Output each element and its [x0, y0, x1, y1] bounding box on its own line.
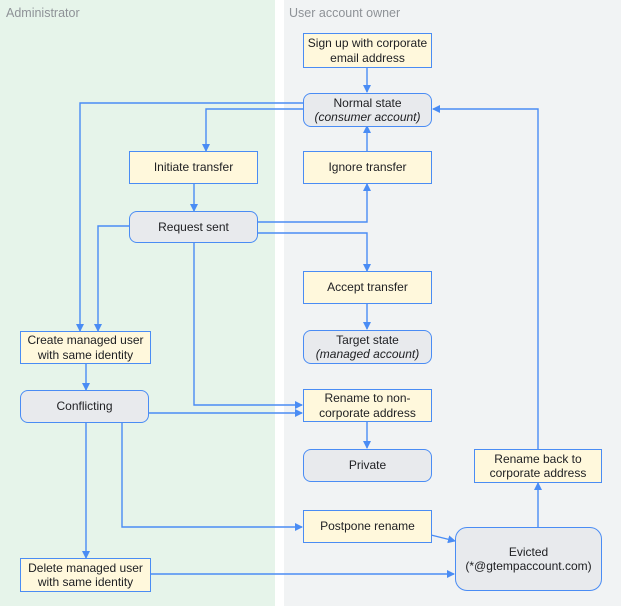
edge-postpone-evicted — [430, 534, 456, 544]
node-create-managed-user-line-2: with same identity — [37, 347, 134, 362]
node-request-sent-label: Request sent — [158, 219, 229, 234]
node-sign-up-line-2: email address — [330, 50, 405, 65]
node-request-sent: Request sent — [129, 211, 258, 243]
edge-conflicting-postpone — [121, 423, 303, 531]
node-create-managed-user: Create managed user with same identity — [20, 331, 151, 364]
administrator-lane-title: Administrator — [6, 6, 80, 20]
node-rename-back-line-2: corporate address — [489, 466, 587, 480]
node-delete-managed-user: Delete managed user with same identity — [20, 558, 151, 592]
node-rename-back-line-1: Rename back to — [494, 451, 582, 466]
node-ignore-transfer-label: Ignore transfer — [328, 160, 407, 175]
node-rename-non-corporate-line-2: corporate address — [319, 405, 416, 420]
node-private-label: Private — [348, 458, 387, 473]
node-target-state: Target state (managed account) — [303, 330, 432, 364]
node-accept-transfer: Accept transfer — [303, 271, 432, 304]
node-private: Private — [303, 449, 432, 482]
node-normal-state-line-2: (consumer account) — [314, 110, 421, 124]
node-evicted: Evicted (*@gtempaccount.com) — [455, 527, 602, 591]
node-conflicting: Conflicting — [20, 390, 149, 423]
node-rename-non-corporate: Rename to non- corporate address — [303, 389, 432, 422]
node-target-state-line-2: (managed account) — [315, 347, 420, 361]
edge-normal-create — [76, 102, 304, 332]
node-rename-non-corporate-line-1: Rename to non- — [324, 391, 411, 405]
node-sign-up: Sign up with corporate email address — [303, 33, 432, 68]
edge-request-ignore — [258, 183, 371, 223]
node-conflicting-label: Conflicting — [56, 399, 113, 414]
edge-request-accept — [258, 232, 371, 272]
node-normal-state-line-1: Normal state — [333, 95, 402, 110]
owner-lane-title: User account owner — [289, 6, 401, 20]
node-postpone-rename: Postpone rename — [303, 510, 432, 543]
node-initiate-transfer-label: Initiate transfer — [153, 160, 234, 175]
node-sign-up-line-1: Sign up with corporate — [307, 36, 428, 50]
node-postpone-rename-label: Postpone rename — [320, 519, 415, 534]
administrator-lane: Administrator — [0, 0, 275, 606]
node-evicted-line-1: Evicted — [508, 544, 549, 559]
edge-rename-back-normal — [432, 105, 539, 449]
node-initiate-transfer: Initiate transfer — [129, 151, 258, 184]
node-accept-transfer-label: Accept transfer — [327, 280, 408, 295]
node-delete-managed-user-line-2: with same identity — [37, 575, 134, 589]
node-rename-back: Rename back to corporate address — [474, 449, 602, 483]
node-create-managed-user-line-1: Create managed user — [27, 333, 144, 347]
node-ignore-transfer: Ignore transfer — [303, 151, 432, 184]
node-normal-state: Normal state (consumer account) — [303, 93, 432, 127]
node-delete-managed-user-line-1: Delete managed user — [28, 560, 143, 575]
edge-request-rename-non — [193, 243, 303, 409]
edge-normal-initiate — [202, 108, 304, 152]
node-target-state-line-1: Target state — [336, 332, 399, 347]
node-evicted-line-2: (*@gtempaccount.com) — [465, 559, 592, 573]
edge-request-create — [94, 225, 130, 332]
